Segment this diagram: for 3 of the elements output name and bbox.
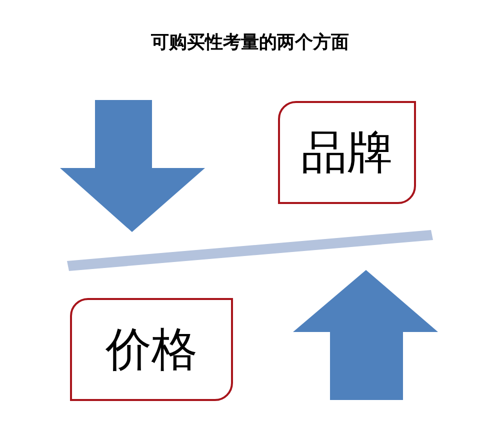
text-box: 价格 xyxy=(70,298,233,401)
text-box: 品牌 xyxy=(278,101,416,204)
title: 可购买性考量的两个方面 xyxy=(150,31,350,54)
